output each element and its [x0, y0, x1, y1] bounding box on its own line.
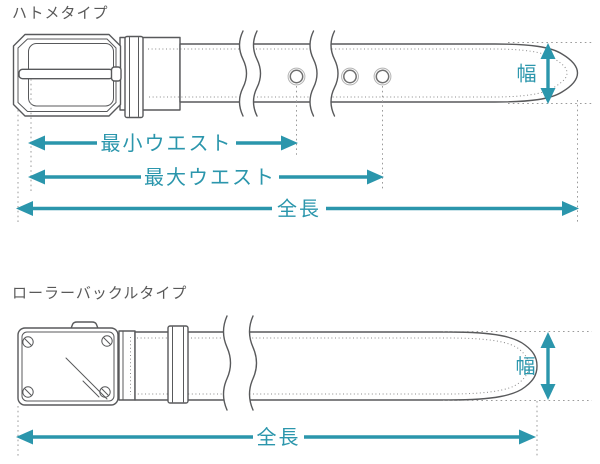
width-label-hatome: 幅: [517, 62, 539, 86]
stitch-line: [148, 48, 568, 98]
guide-lines-roller: [17, 331, 592, 458]
buckle-plate: [17, 327, 119, 406]
belt-fold: [118, 330, 136, 401]
total-length-label-hatome: 全長: [277, 197, 321, 221]
width-arrow-roller: 幅: [516, 332, 556, 400]
buckle-prong: [18, 66, 122, 82]
min-waist-arrow: 最小ウエスト: [28, 131, 298, 155]
belt-hatome-drawing: [12, 30, 579, 119]
screw-icon: [22, 386, 34, 398]
belt-strap: [134, 331, 538, 401]
belt-keeper: [124, 35, 144, 119]
eyelet-hole: [341, 67, 359, 86]
total-length-label-roller: 全長: [257, 425, 301, 449]
eyelet-hole: [373, 67, 392, 86]
section-roller-title: ローラーバックルタイプ: [12, 284, 187, 302]
belt-roller-drawing: [17, 315, 538, 411]
section-hatome: ハトメタイプ: [12, 4, 592, 224]
break-mark: [222, 315, 258, 411]
total-length-arrow-roller: 全長: [16, 425, 536, 449]
max-waist-label: 最大ウエスト: [144, 165, 276, 189]
total-length-arrow-hatome: 全長: [16, 197, 579, 221]
screw-icon: [22, 336, 34, 348]
min-waist-label: 最小ウエスト: [101, 131, 233, 155]
section-roller: ローラーバックルタイプ: [12, 284, 592, 458]
break-mark: [309, 30, 339, 117]
width-label-roller: 幅: [516, 354, 538, 378]
eyelet-hole: [287, 67, 306, 86]
belt-keeper: [167, 325, 189, 404]
guide-lines-hatome: [17, 42, 592, 224]
stitch-line: [137, 337, 530, 395]
buckle-roller: [70, 321, 99, 329]
section-hatome-title: ハトメタイプ: [12, 4, 108, 22]
width-arrow-hatome: 幅: [517, 43, 556, 104]
screw-icon: [101, 335, 113, 347]
screw-icon: [99, 386, 111, 398]
max-waist-arrow: 最大ウエスト: [28, 165, 384, 189]
break-mark: [238, 30, 262, 117]
